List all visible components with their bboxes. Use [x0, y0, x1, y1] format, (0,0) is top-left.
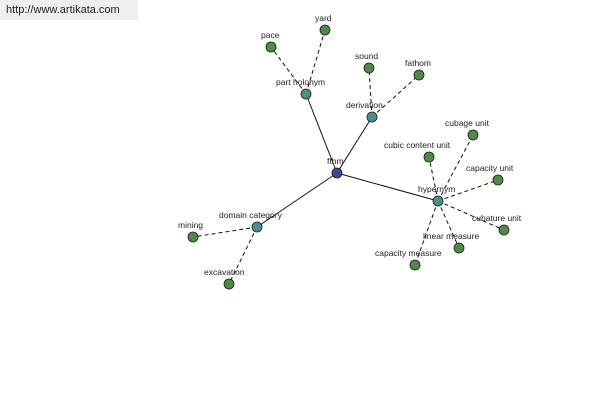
- node-layer: [187, 24, 510, 290]
- edge-cubic-content-unit: [428, 156, 439, 202]
- label-derivation: derivation: [346, 100, 383, 110]
- edge-sound: [368, 67, 373, 118]
- node-mining: [187, 231, 199, 243]
- edge-layer: [192, 29, 505, 285]
- label-cubage-unit: cubage unit: [445, 118, 490, 128]
- label-fathom: fathom: [405, 58, 431, 68]
- label-mining: mining: [178, 220, 203, 230]
- label-pace: pace: [261, 30, 280, 40]
- watermark-url: http://www.artikata.com: [0, 0, 138, 20]
- label-capacity-unit: capacity unit: [466, 163, 514, 173]
- edge-pace: [270, 46, 307, 95]
- edge-mining: [192, 226, 258, 238]
- label-linear-measure: linear measure: [423, 231, 479, 241]
- label-excavation: excavation: [204, 267, 245, 277]
- edge-excavation: [228, 226, 258, 285]
- node-capacity-unit: [492, 174, 504, 186]
- node-cubage-unit: [467, 129, 479, 141]
- edge-capacity-measure: [414, 200, 439, 266]
- node-pace: [265, 41, 277, 53]
- edge-hypernym: [336, 172, 439, 202]
- node-cubature-unit: [498, 224, 510, 236]
- label-sound: sound: [355, 51, 378, 61]
- node-center-label: fthm: [327, 156, 344, 166]
- node-domain-category: [251, 221, 263, 233]
- node-yard: [319, 24, 331, 36]
- edge-capacity-unit: [437, 179, 499, 202]
- edge-derivation: [336, 116, 373, 174]
- node-hypernym: [432, 195, 444, 207]
- label-cubic-content-unit: cubic content unit: [384, 140, 451, 150]
- node-part-holonym: [300, 88, 312, 100]
- label-domain-category: domain category: [219, 210, 283, 220]
- edge-cubage-unit: [437, 134, 474, 202]
- label-capacity-measure: capacity measure: [375, 248, 442, 258]
- label-cubature-unit: cubature unit: [472, 213, 522, 223]
- node-excavation: [223, 278, 235, 290]
- node-center: [331, 167, 343, 179]
- node-sound: [363, 62, 375, 74]
- edge-cubature-unit: [437, 200, 505, 231]
- node-derivation: [366, 111, 378, 123]
- edge-linear-measure: [437, 200, 460, 249]
- label-yard: yard: [315, 13, 332, 23]
- node-cubic-content-unit: [423, 151, 435, 163]
- node-linear-measure: [453, 242, 465, 254]
- label-layer: fthm part holonym derivation hypernym domain…: [178, 13, 522, 277]
- label-part-holonym: part holonym: [276, 77, 325, 87]
- edge-part-holonym: [305, 93, 338, 174]
- edge-fathom: [371, 74, 420, 118]
- node-fathom: [413, 69, 425, 81]
- edge-domain-category: [256, 172, 338, 228]
- label-hypernym: hypernym: [418, 184, 455, 194]
- node-capacity-measure: [409, 259, 421, 271]
